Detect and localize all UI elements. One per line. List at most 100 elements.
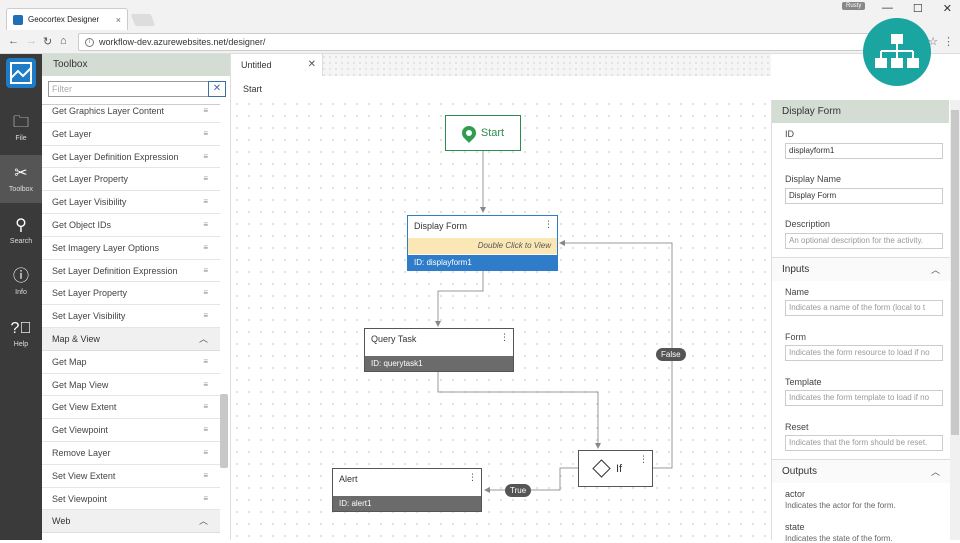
display-form-title: Display Form [414,221,468,231]
bookmark-star-icon[interactable]: ☆ [928,36,938,48]
clear-filter-button[interactable]: ✕ [208,81,226,97]
drag-handle-icon[interactable]: ≡ [203,242,208,252]
toolbox-item[interactable]: Get Layer≡ [42,123,220,146]
app-logo-icon [6,58,36,88]
tab-untitled[interactable]: Untitled ✕ [231,54,323,76]
close-tab-icon[interactable]: × [115,14,121,25]
if-node[interactable]: If ⋮ [578,450,653,487]
display-form-node[interactable]: Display Form ⋮ Double Click to View ID: … [407,215,558,271]
form-field[interactable]: Indicates the form resource to load if n… [785,345,943,361]
toolbox-item[interactable]: Remove Layer≡ [42,442,220,465]
drag-handle-icon[interactable]: ≡ [203,425,208,435]
close-tab-icon[interactable]: ✕ [307,59,316,70]
browser-tab[interactable]: Geocortex Designer × [6,8,128,30]
home-icon[interactable]: ⌂ [60,35,67,47]
toolbox-scrollbar[interactable] [220,394,228,468]
node-menu-icon[interactable]: ⋮ [639,454,648,464]
chevron-up-icon: ︿ [930,467,940,477]
nav-file[interactable]: 🗀 File [0,104,42,152]
toolbox-item[interactable]: Get Layer Property≡ [42,168,220,192]
toolbox-item[interactable]: Get Object IDs≡ [42,214,220,237]
browser-menu-icon[interactable]: ⋮ [943,36,954,48]
drag-handle-icon[interactable]: ≡ [203,448,208,457]
toolbox-item[interactable]: Get Map View≡ [42,374,220,397]
site-info-icon[interactable]: i [85,37,94,47]
drag-handle-icon[interactable]: ≡ [203,402,208,412]
toolbox-item[interactable]: Get Layer Visibility≡ [42,191,220,214]
form-label: Form [785,332,806,342]
inputs-section-label: Inputs [782,264,810,275]
toolbox-category[interactable]: Web︿ [42,510,220,534]
toolbox-item[interactable]: Get Map≡ [42,351,220,374]
reset-field[interactable]: Indicates that the form should be reset. [785,435,943,451]
toolbox-item[interactable]: Get Graphics Layer Content≡ [42,100,220,123]
breadcrumb[interactable]: Start [243,84,263,94]
id-field[interactable]: displayform1 [785,143,943,159]
nav-toolbox[interactable]: ✂ Toolbox [0,155,42,203]
properties-panel: Display Form ID displayform1 Display Nam… [771,100,950,543]
reload-icon[interactable]: ↻ [43,36,53,48]
drag-handle-icon[interactable]: ≡ [203,197,208,207]
inputs-section-header[interactable]: Inputs ︿ [772,257,950,281]
query-task-id: ID: querytask1 [365,356,513,371]
drag-handle-icon[interactable]: ≡ [203,106,208,115]
drag-handle-icon[interactable]: ≡ [203,288,208,298]
maximize-button[interactable]: ☐ [912,3,923,15]
drag-handle-icon[interactable]: ≡ [203,128,208,138]
drag-handle-icon[interactable]: ≡ [203,379,208,389]
drag-handle-icon[interactable]: ≡ [203,174,208,184]
nav-help[interactable]: ?⃝ Help [0,310,42,358]
address-bar: ← → ↻ ⌂ i workflow-dev.azurewebsites.net… [0,30,960,54]
tab-untitled-label: Untitled [241,60,272,70]
query-task-title: Query Task [371,334,417,344]
toolbox-item[interactable]: Get View Extent≡ [42,396,220,420]
toolbox-category[interactable]: Map & View︿ [42,328,220,351]
filter-input[interactable]: Filter [48,81,226,97]
toolbox-item[interactable]: Get Viewpoint ≡ [42,419,220,442]
display-name-field[interactable]: Display Form [785,188,943,204]
node-menu-icon[interactable]: ⋮ [500,332,509,342]
toolbox-item-label: Get Viewpoint [52,425,108,436]
drag-handle-icon[interactable]: ≡ [203,493,208,503]
outputs-section-header[interactable]: Outputs ︿ [772,459,950,483]
drag-handle-icon[interactable]: ≡ [203,356,208,366]
toolbox-item[interactable]: Set View Extent ≡ [42,465,220,488]
drag-handle-icon[interactable]: ≡ [203,470,208,480]
toolbox-item[interactable]: Set Layer Definition Expression≡ [42,260,220,283]
chevron-up-icon: ︿ [930,265,940,275]
back-arrow-icon[interactable]: ← [8,35,19,47]
url-field[interactable]: i workflow-dev.azurewebsites.net/designe… [78,33,878,51]
toolbox-item[interactable]: Set Layer Property≡ [42,282,220,306]
drag-handle-icon[interactable]: ≡ [203,265,208,275]
toolbox-item-label: Set View Extent [52,470,116,481]
edge-label-true[interactable]: True [505,484,532,497]
properties-scrollbar[interactable] [951,110,959,435]
drag-handle-icon[interactable]: ≡ [203,151,208,161]
url-text: workflow-dev.azurewebsites.net/designer/ [99,37,266,47]
close-window-button[interactable]: ✕ [942,3,952,15]
query-task-node[interactable]: Query Task ⋮ ID: querytask1 [364,328,514,372]
template-field[interactable]: Indicates the form template to load if n… [785,390,943,406]
toolbox-item[interactable]: Set Layer Visibility≡ [42,305,220,328]
toolbox-item[interactable]: Set Viewpoint ≡ [42,488,220,511]
toolbox-item[interactable]: Set Imagery Layer Options≡ [42,237,220,260]
nav-search-label: Search [9,238,33,245]
workflow-canvas[interactable] [231,98,771,540]
minimize-button[interactable]: — [881,2,893,14]
template-label: Template [785,377,822,387]
start-node[interactable]: Start [445,115,521,151]
user-badge: Rusty [842,2,866,10]
name-field[interactable]: Indicates a name of the form (local to t [785,300,943,316]
drag-handle-icon[interactable]: ≡ [203,220,208,229]
toolbox-item-label: Set Viewpoint [52,493,107,504]
node-menu-icon[interactable]: ⋮ [468,472,477,482]
toolbox-item[interactable]: Get Layer Definition Expression≡ [42,146,220,169]
edge-label-false[interactable]: False [656,348,686,361]
drag-handle-icon[interactable]: ≡ [203,311,208,321]
alert-node[interactable]: Alert ⋮ ID: alert1 [332,468,482,512]
nav-info[interactable]: ⓘ Info [0,258,42,306]
description-field[interactable]: An optional description for the activity… [785,233,943,249]
nav-search[interactable]: ⚲ Search [0,207,42,255]
forward-arrow-icon[interactable]: → [26,35,37,47]
node-menu-icon[interactable]: ⋮ [544,219,553,229]
